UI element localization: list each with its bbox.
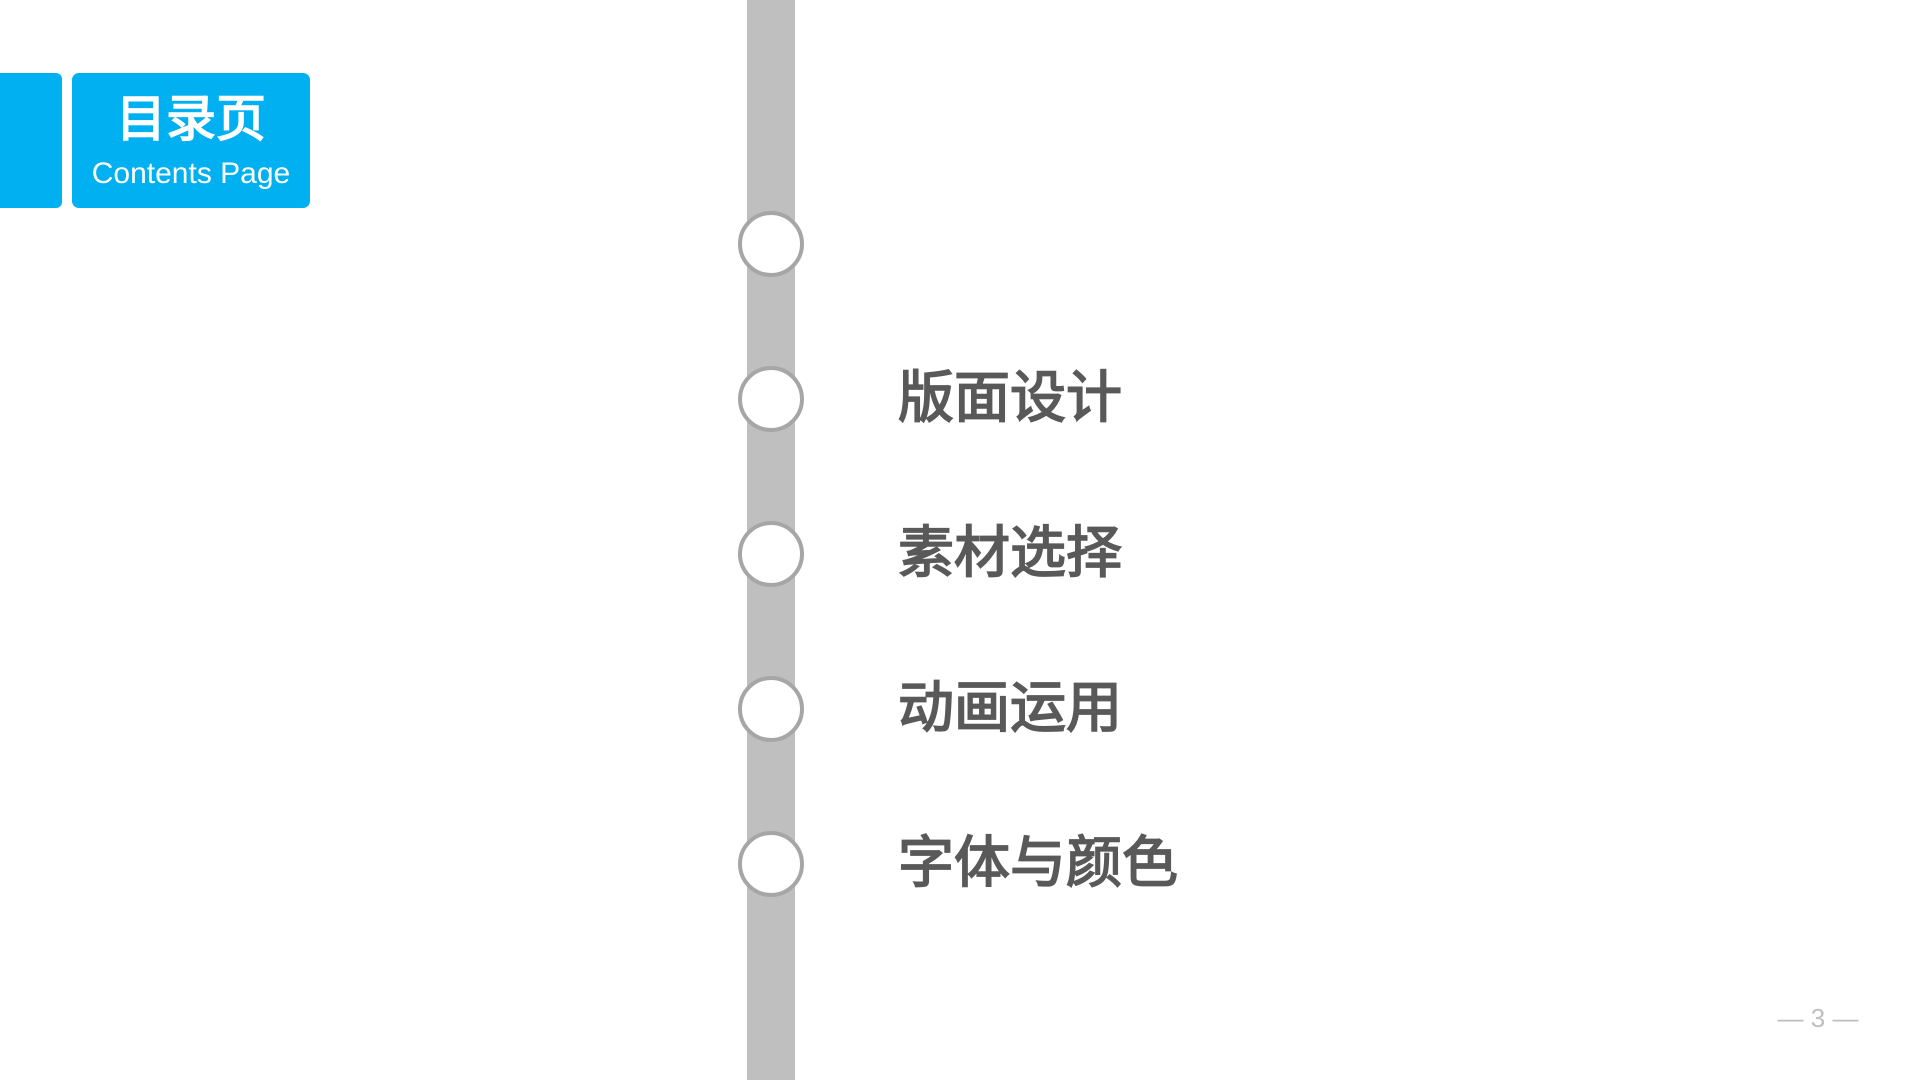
accent-bar xyxy=(0,73,62,208)
page-number: — 3 — xyxy=(1777,1003,1859,1033)
timeline-node-1 xyxy=(738,211,804,277)
contents-item-2[interactable]: 版面设计 xyxy=(898,366,1122,431)
page-subtitle: Contents Page xyxy=(91,157,291,190)
timeline-node-2 xyxy=(738,366,804,432)
timeline-node-4 xyxy=(738,676,804,742)
contents-item-3[interactable]: 素材选择 xyxy=(898,521,1122,586)
timeline-node-3 xyxy=(738,521,804,587)
contents-item-4[interactable]: 动画运用 xyxy=(898,676,1122,741)
title-box: 目录页 Contents Page xyxy=(72,73,310,208)
page-title: 目录页 xyxy=(116,90,266,148)
timeline-node-5 xyxy=(738,831,804,897)
contents-item-5[interactable]: 字体与颜色 xyxy=(898,831,1178,896)
